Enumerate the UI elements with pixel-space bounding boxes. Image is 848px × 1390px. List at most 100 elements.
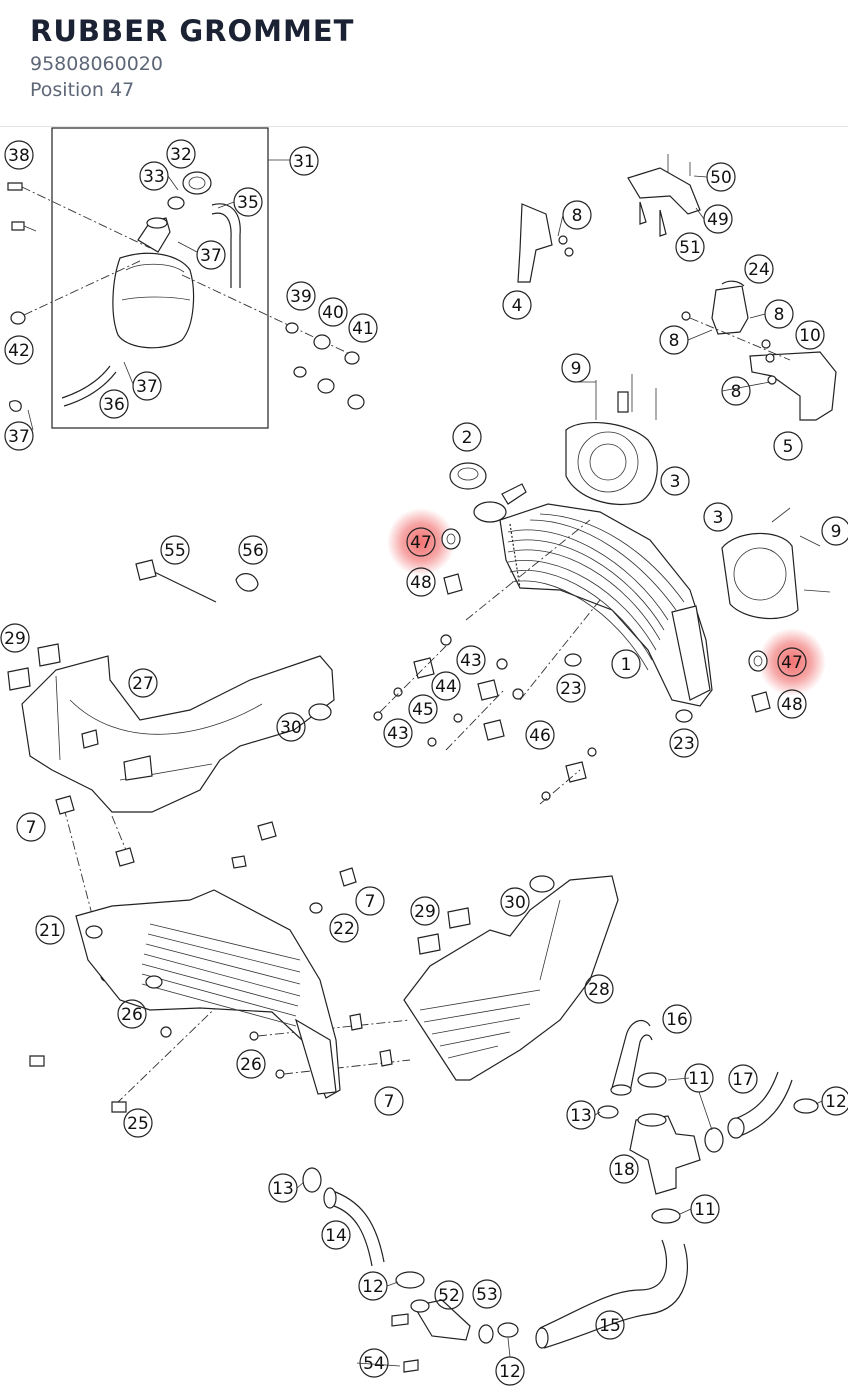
highlight-47-left [387, 508, 455, 576]
svg-text:56: 56 [242, 541, 264, 561]
callout-16: 16 [662, 1004, 692, 1034]
svg-text:11: 11 [688, 1069, 710, 1089]
callout-36: 36 [99, 389, 129, 419]
callout-5: 5 [773, 431, 803, 461]
callout-56: 56 [238, 535, 268, 565]
callout-37-b: 37 [132, 371, 162, 401]
callout-10: 10 [795, 320, 825, 350]
svg-text:29: 29 [414, 902, 436, 922]
svg-text:30: 30 [280, 718, 302, 738]
svg-text:10: 10 [799, 326, 821, 346]
svg-text:7: 7 [384, 1092, 395, 1112]
callout-39: 39 [286, 281, 316, 311]
svg-text:8: 8 [669, 331, 680, 351]
callout-23-a: 23 [556, 673, 586, 703]
callout-31: 31 [289, 146, 319, 176]
svg-text:37: 37 [136, 377, 158, 397]
callout-37-a: 37 [196, 240, 226, 270]
callout-46: 46 [525, 720, 555, 750]
callout-32: 32 [166, 139, 196, 169]
svg-text:4: 4 [512, 296, 523, 316]
belly-pan [403, 875, 619, 1081]
callout-43-a: 43 [456, 645, 486, 675]
callout-50: 50 [706, 162, 736, 192]
svg-text:44: 44 [435, 677, 457, 697]
callout-26-a: 26 [117, 999, 147, 1029]
grommet-47-left[interactable] [441, 528, 461, 550]
svg-text:33: 33 [143, 167, 165, 187]
svg-text:13: 13 [570, 1106, 592, 1126]
leader-lines [27, 175, 823, 1367]
svg-text:53: 53 [476, 1285, 498, 1305]
svg-text:5: 5 [783, 437, 794, 457]
svg-text:27: 27 [132, 674, 154, 694]
callout-8-d: 8 [721, 376, 751, 406]
svg-text:8: 8 [774, 305, 785, 325]
svg-text:7: 7 [365, 892, 376, 912]
radiator-group [373, 374, 831, 805]
callout-27: 27 [128, 668, 158, 698]
callout-14: 14 [321, 1220, 351, 1250]
callout-15: 15 [595, 1310, 625, 1340]
callout-42: 42 [4, 335, 34, 365]
callout-37-c: 37 [4, 421, 34, 451]
svg-text:11: 11 [694, 1200, 716, 1220]
svg-text:12: 12 [825, 1092, 847, 1112]
callout-48-a: 48 [406, 567, 436, 597]
callout-2: 2 [452, 422, 482, 452]
svg-text:9: 9 [571, 359, 582, 379]
callout-8-a: 8 [562, 200, 592, 230]
callout-12-b: 12 [358, 1271, 388, 1301]
callout-44: 44 [431, 671, 461, 701]
callout-33: 33 [139, 161, 169, 191]
callout-11-b: 11 [690, 1194, 720, 1224]
svg-text:48: 48 [781, 695, 803, 715]
upper-spoiler [7, 643, 335, 813]
part-position: Position 47 [30, 79, 135, 101]
callout-24: 24 [744, 254, 774, 284]
svg-text:30: 30 [504, 893, 526, 913]
svg-text:21: 21 [39, 921, 61, 941]
svg-text:16: 16 [666, 1010, 688, 1030]
callout-9-a: 9 [561, 353, 591, 383]
svg-text:51: 51 [679, 238, 701, 258]
callout-9-b: 9 [821, 516, 848, 546]
callout-18: 18 [609, 1154, 639, 1184]
svg-text:43: 43 [460, 651, 482, 671]
svg-text:9: 9 [831, 522, 842, 542]
callout-25: 25 [123, 1108, 153, 1138]
svg-text:41: 41 [352, 319, 374, 339]
grommet-47-right[interactable] [748, 650, 768, 672]
callout-53: 53 [472, 1279, 502, 1309]
svg-text:55: 55 [164, 541, 186, 561]
svg-text:47: 47 [781, 653, 803, 673]
svg-text:32: 32 [170, 145, 192, 165]
svg-text:49: 49 [707, 210, 729, 230]
svg-text:39: 39 [290, 287, 312, 307]
svg-text:43: 43 [387, 724, 409, 744]
svg-text:31: 31 [293, 152, 315, 172]
callout-8-c: 8 [659, 325, 689, 355]
svg-text:28: 28 [588, 980, 610, 1000]
svg-text:24: 24 [748, 260, 770, 280]
callout-29-b: 29 [410, 896, 440, 926]
callout-43-b: 43 [383, 718, 413, 748]
callout-22: 22 [329, 913, 359, 943]
svg-text:50: 50 [710, 168, 732, 188]
svg-text:7: 7 [26, 818, 37, 838]
svg-text:17: 17 [732, 1070, 754, 1090]
callout-23-b: 23 [669, 728, 699, 758]
callout-38: 38 [4, 140, 34, 170]
svg-text:26: 26 [121, 1005, 143, 1025]
svg-text:40: 40 [322, 303, 344, 323]
svg-text:47: 47 [410, 533, 432, 553]
cable-tie-and-clip [135, 559, 259, 603]
lower-side-fairing [75, 889, 393, 1099]
svg-text:23: 23 [673, 734, 695, 754]
exploded-parts-diagram[interactable]: 38 32 33 31 35 37 39 40 41 42 37 36 37 5… [0, 127, 848, 1390]
part-number: 95808060020 [30, 53, 163, 75]
callout-47-right[interactable]: 47 [777, 647, 807, 677]
svg-text:15: 15 [599, 1316, 621, 1336]
callout-47-left[interactable]: 47 [406, 527, 436, 557]
callout-52: 52 [434, 1280, 464, 1310]
